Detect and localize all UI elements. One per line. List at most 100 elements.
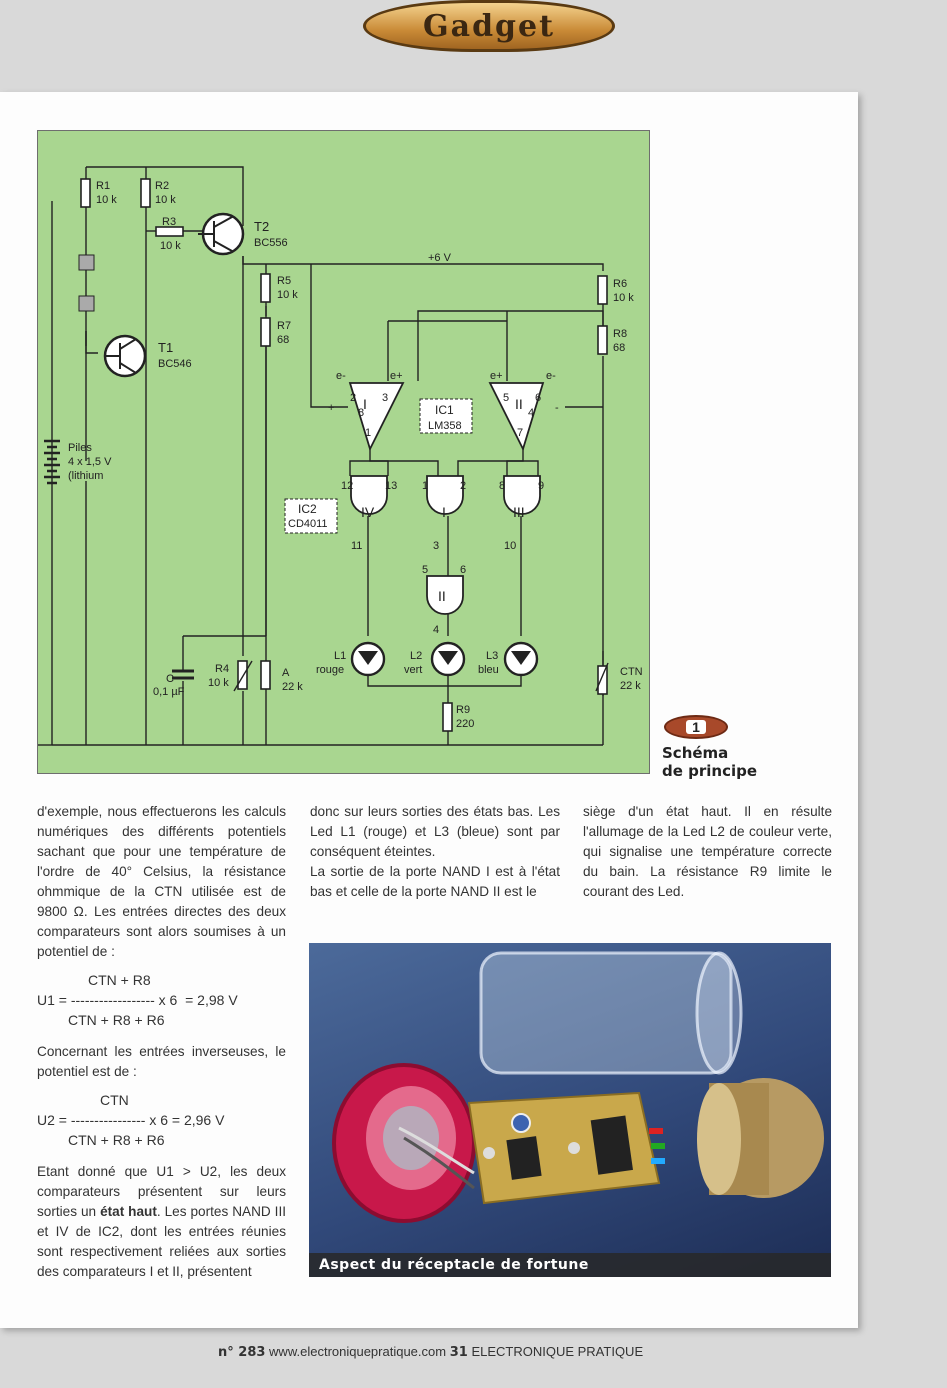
label-pin-11: 11 [351,540,362,552]
label-ic1-inv-input: e- [336,370,346,382]
label-t2-value: BC556 [254,237,288,249]
label-pot-value: 22 k [282,681,303,693]
col1-paragraph-3: Etant donné que U1 > U2, les deux compar… [37,1162,286,1282]
schematic-svg: R1 10 k R2 10 k R3 10 k T2 BC556 T1 BC54… [38,166,643,746]
label-r3: R3 [162,216,176,228]
label-r4: R4 [215,663,229,675]
col1-paragraph-3-block: Etant donné que U1 > U2, les deux compar… [37,1162,286,1282]
label-r4-value: 10 k [208,677,229,689]
text-column-3: siège d'un état haut. Il en résulte l'al… [583,802,832,902]
label-r2: R2 [155,180,169,192]
col1-p3-bold: état haut [100,1204,157,1219]
label-gate-4: IV [361,504,375,520]
col1-paragraph-1: d'exemple, nous effectuerons les calculs… [37,804,286,959]
formula2-numerator: CTN [100,1092,129,1108]
label-r6: R6 [613,278,627,290]
device-photo-illustration [332,951,824,1223]
footer-site: www.electroniquepratique.com [269,1344,447,1359]
label-pin-8: 8 [358,407,364,419]
device-photo: Aspect du réceptacle de fortune [309,943,831,1277]
label-gate-2: II [438,588,446,604]
formula2-denominator: CTN + R8 + R6 [68,1132,165,1148]
label-r7-value: 68 [277,334,289,346]
label-l2: L2 [410,650,422,662]
col3-paragraph-1: siège d'un état haut. Il en résulte l'al… [583,804,832,899]
label-supply: +6 V [428,252,452,264]
photo-caption: Aspect du réceptacle de fortune [309,1253,831,1277]
label-c-value: 0,1 µF [153,686,185,698]
figure-caption: Schéma de principe [662,744,757,780]
label-ctn: CTN [620,666,643,678]
label-pin-12: 12 [341,480,353,492]
label-r1: R1 [96,180,110,192]
label-opamp-2: II [515,396,523,412]
label-r6-value: 10 k [613,292,634,304]
section-badge: Gadget [363,0,615,52]
label-opamp-1: I [363,396,367,412]
footer-issue-prefix: n° [218,1345,239,1360]
label-ic1-noninv-input: e+ [390,370,403,382]
label-r7: R7 [277,320,291,332]
label-ic1-value: LM358 [428,420,462,432]
formula2-line: U2 = ---------------- x 6 = 2,96 V [37,1112,225,1128]
label-pin-6: 6 [535,392,541,404]
label-r8-value: 68 [613,342,625,354]
label-gate-1: I [442,504,446,520]
footer-page-number: 31 [449,1345,468,1360]
label-r5-value: 10 k [277,289,298,301]
label-pin-9: 9 [538,480,544,492]
label-r8: R8 [613,328,627,340]
label-pin-8b: 8 [499,480,505,492]
col1-p3-text-a: Etant donné que U1 > U2, les deux compar… [37,1164,286,1219]
formula1-numerator: CTN + R8 [88,972,151,988]
label-pin-13: 13 [385,480,397,492]
label-r3-value: 10 k [160,240,181,252]
label-ic2: IC2 [298,502,317,516]
label-pin-4b: 4 [433,624,439,636]
figure-caption-line2: de principe [662,762,758,780]
label-r9: R9 [456,704,470,716]
label-pin-2b: 2 [460,480,466,492]
col2-paragraph-2: La sortie de la porte NAND I est à l'éta… [310,864,560,899]
label-ic1: IC1 [435,403,454,417]
text-column-2: donc sur leurs sorties des états bas. Le… [310,802,560,902]
schematic-diagram: R1 10 k R2 10 k R3 10 k T2 BC556 T1 BC54… [37,130,650,774]
text-column-1: d'exemple, nous effectuerons les calculs… [37,802,286,962]
label-t1: T1 [158,340,173,355]
label-pin-1b: 1 [422,480,428,492]
label-pin-4: 4 [528,407,534,419]
label-pin-1: 1 [365,427,371,439]
label-c: C [166,673,174,685]
footer-magazine: ELECTRONIQUE PRATIQUE [471,1344,644,1359]
label-minus: - [555,402,559,414]
label-r5: R5 [277,275,291,287]
label-r2-value: 10 k [155,194,176,206]
col2-paragraph-1: donc sur leurs sorties des états bas. Le… [310,804,560,859]
label-ic1b-inv-input: e- [546,370,556,382]
label-pin-7: 7 [517,427,523,439]
figure-caption-line1: Schéma [662,744,729,762]
page-footer: n° 283 www.electroniquepratique.com 31 E… [218,1344,643,1360]
label-l3-color: bleu [478,664,499,676]
label-l1-color: rouge [316,664,344,676]
formula1-denominator: CTN + R8 + R6 [68,1012,165,1028]
label-pin-3b: 3 [433,540,439,552]
col1-p3-text-b: . Les portes NAND III et IV de IC2, dont… [37,1204,286,1279]
label-piles: Piles [68,442,92,454]
label-r1-value: 10 k [96,194,117,206]
label-pin-3: 3 [382,392,388,404]
label-pin-5b: 5 [422,564,428,576]
label-pin-2: 2 [350,392,356,404]
footer-issue-number: 283 [238,1345,266,1360]
label-t2: T2 [254,219,269,234]
label-t1-value: BC546 [158,358,192,370]
label-l3: L3 [486,650,498,662]
col1-paragraph-2-block: Concernant les entrées inverseuses, le p… [37,1042,286,1082]
figure-number: 1 [686,720,706,734]
label-l1: L1 [334,650,346,662]
label-pin-5: 5 [503,392,509,404]
label-r9-value: 220 [456,718,474,730]
label-piles-count: 4 x 1,5 V [68,456,112,468]
col1-paragraph-2: Concernant les entrées inverseuses, le p… [37,1044,286,1079]
label-ic2-value: CD4011 [288,518,328,530]
